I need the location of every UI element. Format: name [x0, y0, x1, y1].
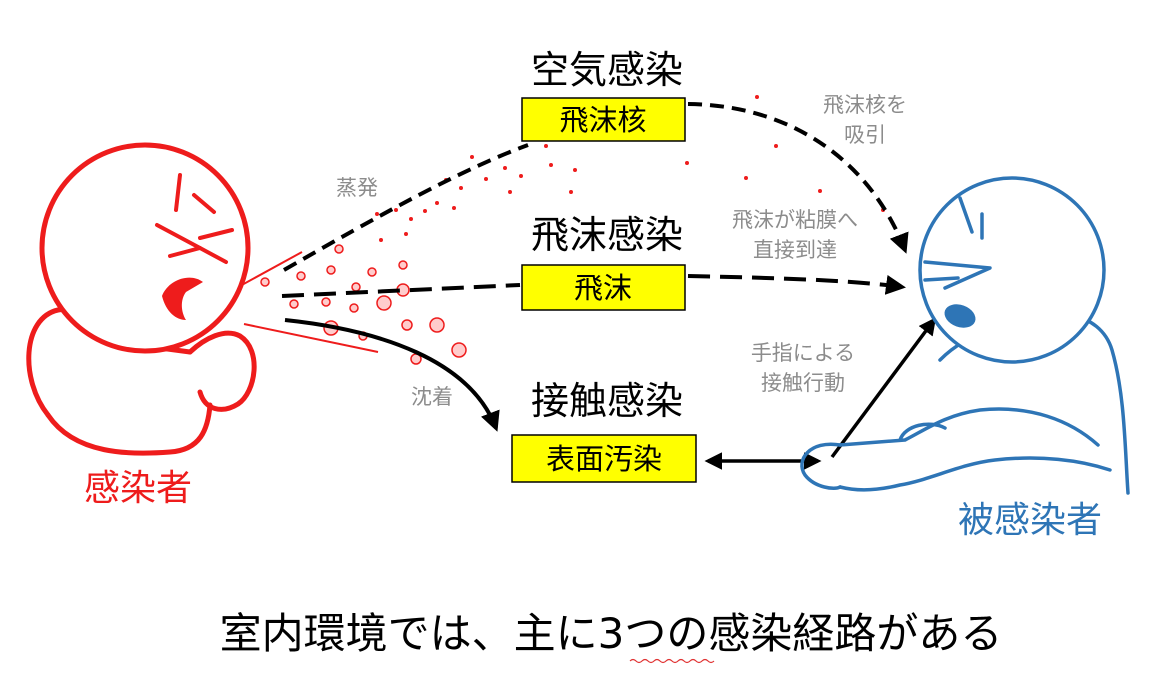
droplet [376, 295, 392, 311]
recipient-hand [800, 442, 842, 490]
recipient-eye2-icon [923, 276, 960, 282]
recipient-person-figure [800, 176, 1130, 495]
droplet [351, 282, 361, 292]
airborne-arrow-right [687, 102, 909, 254]
droplet-cloud [260, 244, 467, 365]
infected-arm [187, 330, 257, 412]
droplet-title: 飛沫感染 [531, 213, 683, 257]
nucleus-dot [818, 189, 822, 193]
nucleus-dot [394, 208, 398, 212]
droplet [429, 317, 445, 333]
droplet [451, 342, 467, 358]
recipient-label: 被感染者 [958, 500, 1102, 541]
sneeze-line-top [239, 251, 303, 287]
contact-note-line1: 手指による [751, 341, 855, 365]
contact-note-line2: 接触行動 [761, 371, 845, 395]
hand-to-mouth-arrow [830, 317, 937, 459]
droplet-arrow-left [281, 283, 521, 298]
nucleus-dot [508, 190, 512, 194]
droplet [260, 277, 270, 287]
infected-eyebrow-icon [174, 173, 216, 214]
recipient-arm [838, 407, 1100, 447]
infected-person-figure [26, 142, 257, 456]
evaporation-label: 蒸発 [336, 176, 378, 200]
contact-title: 接触感染 [531, 379, 683, 423]
airborne-arrow-left [283, 143, 529, 272]
nucleus-dot [503, 166, 507, 170]
infected-head [39, 142, 251, 354]
nucleus-dot [573, 168, 577, 172]
nucleus-dot [544, 144, 548, 148]
contact-box-label: 表面汚染 [546, 442, 662, 476]
droplet [321, 297, 331, 307]
droplet-box [521, 264, 686, 311]
nucleus-dot [519, 174, 523, 178]
droplet-arrow-right [687, 274, 906, 295]
nucleus-dot [404, 232, 408, 236]
airborne-note-line1: 飛沫核を [823, 93, 907, 117]
airborne-note-line2: 吸引 [844, 123, 886, 147]
caption: 室内環境では、主に3つの感染経路がある [220, 609, 1003, 658]
droplet [367, 267, 377, 277]
deposition-label: 沈着 [411, 385, 453, 409]
nucleus-dot [755, 95, 759, 99]
contact-box [511, 434, 697, 483]
droplet-note-line1: 飛沫が粘膜へ [732, 208, 858, 232]
airborne-title: 空気感染 [531, 48, 683, 92]
recipient-head [918, 176, 1106, 364]
droplet-note-line2: 直接到達 [753, 238, 837, 262]
nucleus-dot [435, 201, 439, 205]
nucleus-dot [375, 212, 379, 216]
nucleus-dot [423, 209, 427, 213]
droplet [289, 299, 299, 309]
deposition-arrow [284, 318, 500, 432]
nucleus-dot [470, 155, 474, 159]
airborne-box-label: 飛沫核 [559, 103, 646, 137]
infected-label: 感染者 [84, 468, 192, 509]
recipient-eyebrow-icon [958, 196, 984, 240]
infected-eye2-icon [198, 228, 234, 264]
droplet [334, 244, 344, 254]
sneeze-line-bottom [243, 323, 379, 353]
nucleus-dot [685, 161, 689, 165]
infected-mouth-icon [162, 277, 203, 320]
nucleus-dot [452, 206, 456, 210]
droplet [296, 271, 306, 281]
infected-torso-lower [45, 402, 213, 456]
nucleus-dot [409, 217, 413, 221]
droplet [398, 260, 408, 270]
nucleus-dot [459, 186, 463, 190]
recipient-mouth-icon [944, 304, 976, 328]
airborne-box [521, 97, 686, 142]
nucleus-dot [549, 163, 553, 167]
recipient-eye-icon [923, 260, 992, 290]
nucleus-dot [569, 190, 573, 194]
droplet [349, 303, 359, 313]
nucleus-dot [744, 176, 748, 180]
droplet-box-label: 飛沫 [574, 271, 632, 305]
recipient-forearm [838, 456, 1112, 492]
droplet [326, 265, 336, 275]
nucleus-dot [484, 177, 488, 181]
nucleus-dot [379, 238, 383, 242]
nucleus-dot [774, 144, 778, 148]
droplet [401, 319, 413, 331]
recipient-fingers [898, 422, 947, 442]
spellcheck-underline [629, 658, 715, 664]
